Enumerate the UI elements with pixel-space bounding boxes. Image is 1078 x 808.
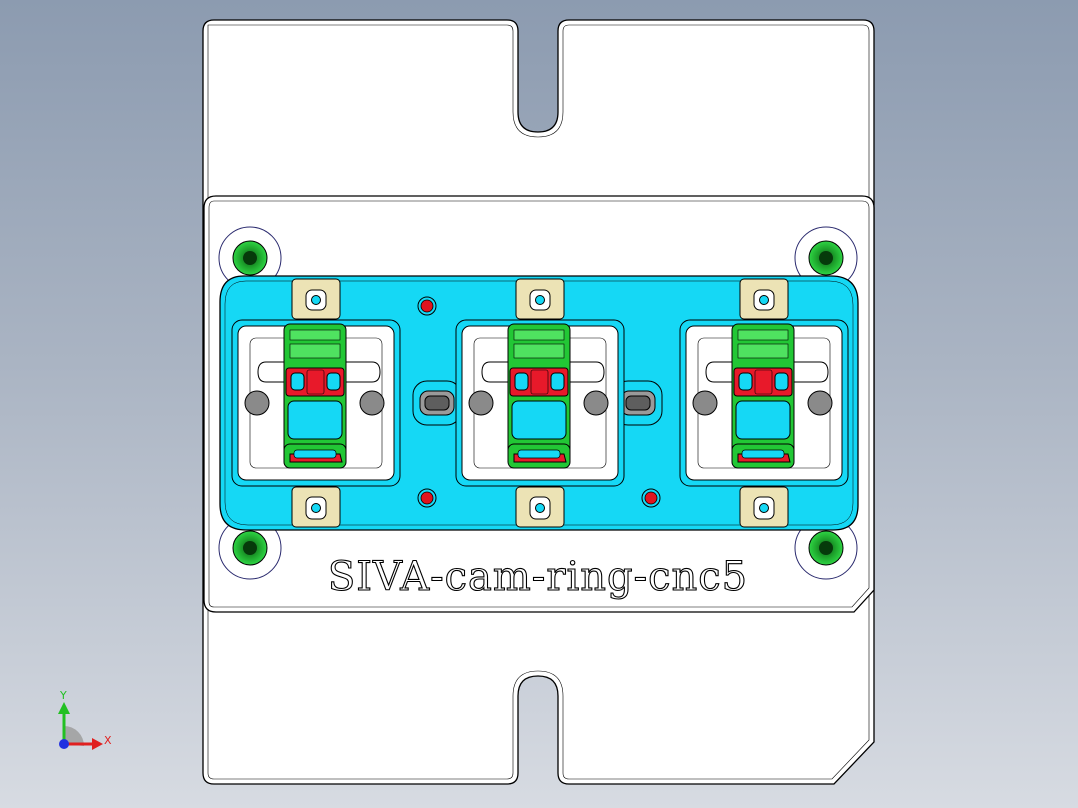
clamp-pad — [515, 486, 565, 528]
locating-boss — [692, 390, 833, 416]
z-axis-origin — [59, 739, 69, 749]
dowel-pin[interactable] — [641, 488, 661, 508]
clip-part — [285, 367, 345, 463]
dowel-pin[interactable] — [417, 296, 437, 316]
mounting-screw[interactable] — [794, 516, 858, 580]
clamp-pad — [739, 278, 789, 320]
dowel-pin[interactable] — [417, 488, 437, 508]
clamp-pad — [739, 486, 789, 528]
locating-boss — [468, 390, 609, 416]
clip-part — [733, 367, 793, 463]
fixture-station-2[interactable] — [455, 278, 625, 528]
clip-part — [509, 367, 569, 463]
engraved-part-label: SIVA-cam-ring-cnc5 — [328, 554, 748, 600]
triad-plane-icon — [64, 726, 84, 746]
x-axis-arrowhead — [92, 738, 103, 750]
mounting-screw[interactable] — [218, 516, 282, 580]
fixture-station-1[interactable] — [231, 278, 401, 528]
y-axis-arrowhead — [58, 702, 70, 714]
clamp-pad — [515, 278, 565, 320]
fixture-station-3[interactable] — [679, 278, 849, 528]
locating-boss — [244, 390, 385, 416]
clamp-pad — [291, 278, 341, 320]
locator-pin[interactable] — [412, 380, 462, 426]
y-axis-label: Y — [59, 689, 67, 702]
x-axis-label: X — [104, 734, 112, 747]
mounting-screw[interactable] — [794, 226, 858, 290]
axis-triad[interactable]: Y X — [58, 689, 112, 750]
clamp-pad — [291, 486, 341, 528]
locator-pin[interactable] — [613, 380, 663, 426]
